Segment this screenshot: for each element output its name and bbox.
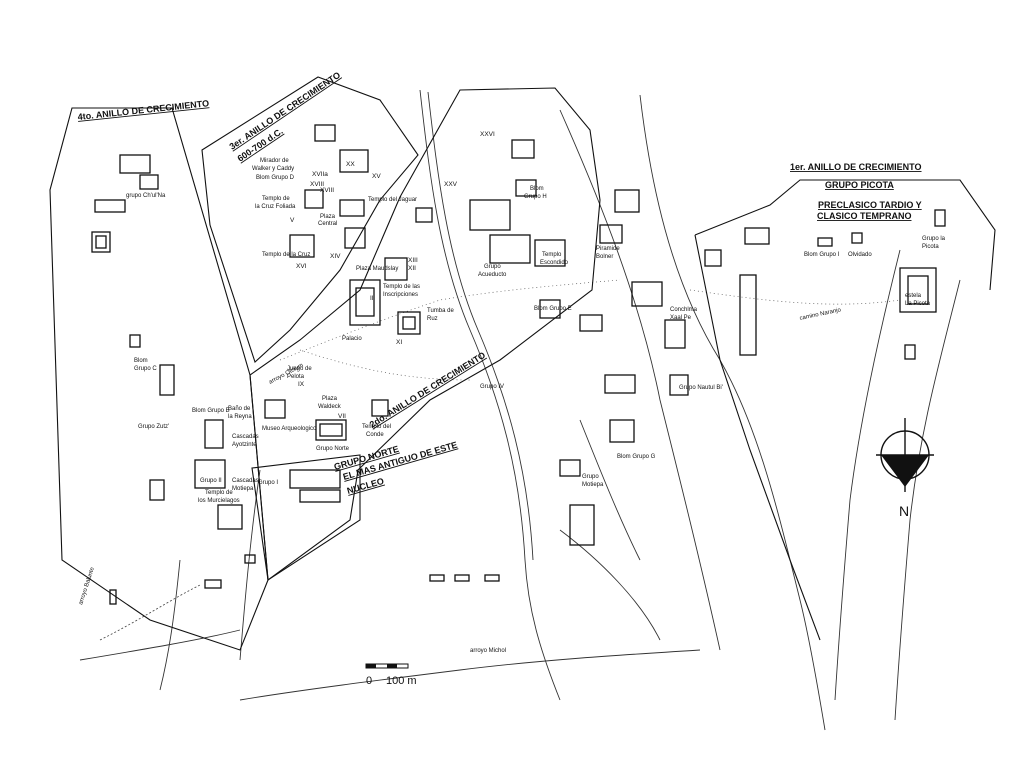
label-murcielagos-2: los Murcielagos — [198, 498, 240, 504]
label-grupo-chulna: grupo Ch'ul'Na — [126, 193, 166, 199]
num-xv: XV — [372, 173, 381, 180]
label-piramide-1: Piramide — [596, 246, 620, 252]
label-plaza-central-2: Central — [318, 221, 337, 227]
label-templo-jaguar: Templo del Jaguar — [368, 197, 417, 203]
num-ii: II — [370, 295, 374, 302]
label-bano-reina-2: la Reyna — [228, 414, 252, 420]
growth-rings — [49, 76, 996, 651]
first-ring-period-2: CLASICO TEMPRANO — [817, 211, 912, 221]
label-palacio: Palacio — [342, 336, 362, 342]
label-picota-1: Grupo la — [922, 236, 946, 242]
label-grupo-motiepa-1: Grupo — [582, 474, 599, 480]
scale-start: 0 — [366, 675, 372, 687]
label-blom-grupo-i: Blom Grupo I — [804, 252, 840, 258]
label-grupo-iv: Grupo IV — [480, 384, 504, 390]
label-picota-2: Picota — [922, 244, 939, 250]
label-juego-pelota-2: Pelota — [287, 374, 305, 380]
label-templo-conde-2: Conde — [366, 432, 384, 438]
label-cascadas-2: Ayotzinte — [232, 442, 257, 448]
num-xi: XI — [396, 339, 402, 346]
num-xxv: XXV — [444, 181, 458, 188]
north-arrow-icon — [876, 418, 934, 492]
label-cruz-foliada-1: Templo de — [262, 196, 290, 202]
num-xiv: XIV — [330, 253, 341, 260]
label-templo-conde-1: Templo del — [362, 424, 391, 430]
num-xxvi: XXVI — [480, 131, 495, 138]
first-ring-period-1: PRECLASICO TARDIO Y — [818, 200, 922, 210]
label-juego-pelota-1: Juego de — [287, 366, 312, 372]
label-grupo-ii: Grupo II — [200, 478, 222, 484]
label-conchlma-2: Xaal Pe — [670, 315, 692, 321]
label-bano-reina-1: Baño de — [228, 406, 251, 412]
first-ring-title: 1er. ANILLO DE CRECIMIENTO — [790, 162, 922, 172]
num-xviia: XVIIa — [312, 171, 328, 178]
label-cascadas-motiepa-1: Cascadas — [232, 478, 259, 484]
label-mirador-1: Mirador de — [260, 158, 289, 164]
rivers — [79, 89, 961, 731]
num-xii: XII — [408, 265, 416, 272]
label-conchlma-1: Conchlma — [670, 307, 698, 313]
label-cascadas-motiepa-2: Motiepa — [232, 486, 254, 492]
first-ring-group: GRUPO PICOTA — [825, 180, 894, 190]
label-grupo-zutz: Grupo Zutz' — [138, 424, 169, 430]
label-blom-grupo-e: Blom Grupo E — [534, 306, 572, 312]
num-xviii: XVIII — [310, 181, 324, 188]
north-label: N — [899, 503, 909, 519]
fourth-ring-title: 4to. ANILLO DE CRECIMIENTO — [77, 98, 209, 122]
num-xviii-b: XVIII — [320, 187, 334, 194]
label-museo: Museo Arqueologico — [262, 426, 317, 432]
num-xvi: XVI — [296, 263, 307, 270]
label-blom-c-2: Grupo C — [134, 366, 157, 372]
num-xx: XX — [346, 161, 355, 168]
label-grupo-i: Grupo I — [258, 480, 278, 486]
label-blom-grupo-h-2: Grupo H — [524, 194, 547, 200]
num-ix: IX — [298, 381, 305, 388]
label-blom-grupo-h-1: Blom — [530, 186, 544, 192]
label-grupo-acueducto-2: Acueducto — [478, 272, 507, 278]
label-estela-2: La Picota — [905, 301, 931, 307]
label-templo-cruz: Templo de la Cruz — [262, 252, 310, 258]
label-blom-grupo-g: Blom Grupo G — [617, 454, 656, 460]
label-murcielagos-1: Templo de — [205, 490, 233, 496]
label-camino-naranjo: camino Naranjo — [799, 307, 842, 322]
label-plaza-maudslay: Plaza Maudslay — [356, 266, 398, 272]
label-grupo-norte: Grupo Norte — [316, 446, 350, 452]
label-templo-escondido-1: Templo — [542, 252, 562, 258]
roads — [99, 279, 901, 641]
num-xiii: XIII — [408, 257, 418, 264]
label-inscripciones-2: Inscripciones — [383, 292, 418, 298]
label-piramide-2: Bolner — [596, 254, 613, 260]
label-blom-d: Blom Grupo D — [256, 175, 295, 181]
structure-numbers: XVIIa XVIII XX XVIII V XVI XXVI XXV XII … — [290, 131, 495, 420]
ring-labels: 4to. ANILLO DE CRECIMIENTO 3er. ANILLO D… — [77, 70, 922, 496]
label-templo-escondido-2: Escondido — [540, 260, 569, 266]
label-inscripciones-1: Templo de las — [383, 284, 420, 290]
label-blom-c-1: Blom — [134, 358, 148, 364]
label-mirador-2: Walker y Caddy — [252, 166, 294, 172]
label-tumba-ruz-1: Tumba de — [427, 308, 454, 314]
scale-end: 100 m — [386, 675, 417, 687]
label-cruz-foliada-2: la Cruz Foliada — [255, 204, 296, 210]
label-grupo-motiepa-2: Motiepa — [582, 482, 604, 488]
label-grupo-nautul: Grupo Nautul Bi' — [679, 385, 723, 391]
third-ring-title: 3er. ANILLO DE CRECIMIENTO — [228, 70, 343, 152]
label-tumba-ruz-2: Ruz — [427, 316, 438, 322]
label-plaza-waldeck-2: Waldeck — [318, 404, 342, 410]
label-plaza-central-1: Plaza — [320, 214, 336, 220]
label-arroyo-michol: arroyo Michol — [470, 648, 506, 654]
label-olvidado: Olvidado — [848, 252, 872, 258]
structures — [91, 124, 946, 605]
label-plaza-waldeck-1: Plaza — [322, 396, 338, 402]
num-vii: VII — [338, 413, 346, 420]
label-arroyo-balunte: arroyo Balunte — [78, 566, 96, 606]
site-labels: grupo Ch'ul'Na Mirador de Walker y Caddy… — [78, 158, 945, 654]
label-estela-1: estela — [905, 293, 922, 299]
scale-bar — [365, 663, 409, 669]
label-grupo-acueducto-1: Grupo — [484, 264, 501, 270]
second-ring-title: 2do. ANILLO DE CRECIMIENTO — [368, 350, 487, 430]
num-v: V — [290, 217, 295, 224]
label-cascadas-1: Cascadas — [232, 434, 259, 440]
label-blom-b: Blom Grupo B — [192, 408, 230, 414]
